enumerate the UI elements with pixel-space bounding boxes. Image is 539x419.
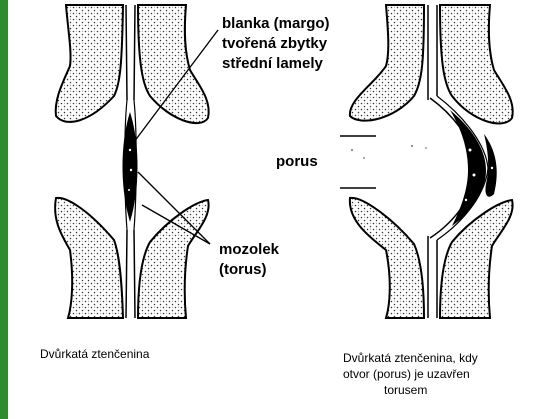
right-pit-lamella-bottom — [428, 236, 437, 318]
left-pit-wall-top-left — [56, 5, 123, 122]
caption-right-line3: torusem — [384, 382, 427, 398]
right-pit-wall-top-right — [440, 5, 513, 123]
margo-label-line3: střední lamely — [222, 54, 323, 73]
right-pit-wall-top-left — [350, 5, 424, 121]
right-pit-wall-bottom-right — [440, 200, 513, 318]
right-pit-lamella-top — [428, 5, 437, 100]
caption-right-line1: Dvůrkatá ztenčenina, kdy — [343, 350, 478, 366]
porus-label: porus — [276, 152, 318, 171]
margo-label-line1: blanka (margo) — [222, 14, 330, 33]
left-pit-lamella-top — [126, 5, 135, 100]
caption-right-line2: otvor (porus) je uzavřen — [343, 366, 470, 382]
caption-left: Dvůrkatá ztenčenina — [40, 346, 149, 362]
right-pit-torus — [450, 110, 486, 226]
left-pit-wall-top-right — [138, 5, 209, 123]
torus-label-line2: (torus) — [219, 260, 267, 279]
left-pit-wall-bottom-right — [138, 200, 209, 318]
margo-label-line2: tvořená zbytky — [222, 34, 327, 53]
right-pit — [340, 5, 513, 318]
left-pit — [55, 5, 218, 318]
torus-label-line1: mozolek — [219, 240, 279, 259]
right-pit-wall-bottom-left — [350, 198, 424, 318]
left-pit-lamella-bottom — [126, 230, 135, 318]
left-pit-wall-bottom-left — [55, 198, 123, 318]
